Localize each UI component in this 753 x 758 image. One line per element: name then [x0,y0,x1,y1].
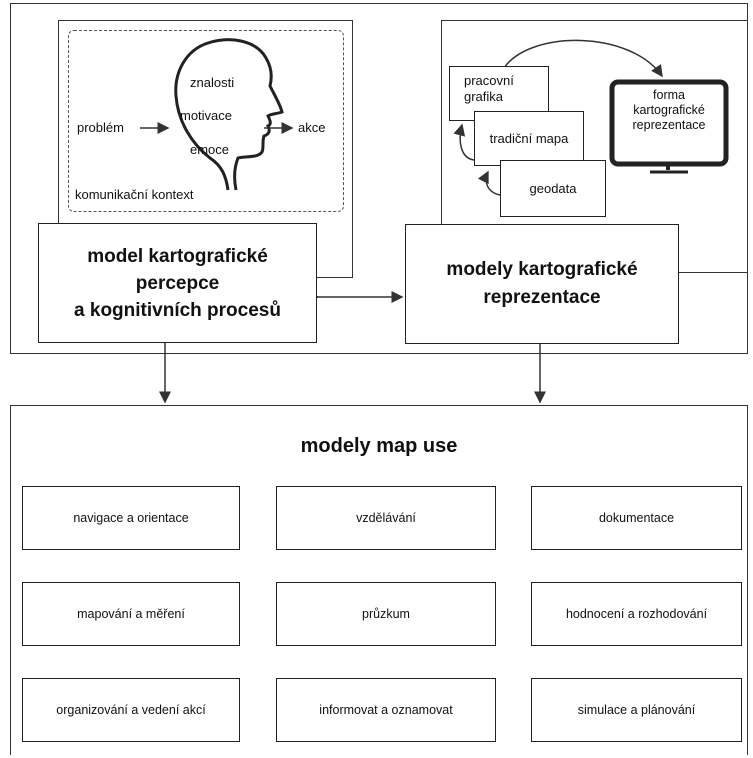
map-use-item-label: navigace a orientace [73,511,189,525]
perception-model-box: model kartografické percepce a kognitivn… [38,223,317,343]
traditional-map-box: tradiční mapa [474,111,584,166]
map-use-item-label: informovat a oznamovat [319,703,453,717]
map-use-item: navigace a orientace [22,486,240,550]
communication-context-label: komunikační kontext [75,187,194,202]
work-graphics-label: pracovní grafika [464,73,514,104]
map-use-item: hodnocení a rozhodování [531,582,742,646]
map-use-item: vzdělávání [276,486,496,550]
motivation-label: motivace [180,108,233,123]
traditional-map-label: tradiční mapa [489,131,569,146]
action-label: akce [298,120,326,135]
perception-title-line-3: a kognitivních procesů [74,299,281,321]
geodata-box: geodata [500,160,606,217]
map-use-title: modely map use [300,435,458,457]
perception-title-line-2: percepce [135,272,220,294]
to-screen-arrow [503,39,663,78]
screen-text: forma kartografické reprezentace [632,88,706,132]
geodata-to-map-arrow [477,170,501,196]
representation-title-line-1: modely kartografické [446,259,638,280]
problem-label: problém [77,120,124,135]
map-use-item: dokumentace [531,486,742,550]
emotion-label: emoce [190,142,230,157]
map-use-item: mapování a měření [22,582,240,646]
map-use-item-label: simulace a plánování [577,703,696,717]
map-use-item: organizování a vedení akcí [22,678,240,742]
map-use-item-label: dokumentace [598,511,675,525]
head-profile-icon [174,38,284,191]
representation-title-line-2: reprezentace [483,287,601,308]
communication-context-region [68,30,344,212]
map-use-item-label: průzkum [362,607,410,621]
representation-model-box: modely kartografické reprezentace [405,224,679,344]
map-to-graphics-arrow [453,123,475,161]
map-use-item: průzkum [276,582,496,646]
map-use-item-label: vzdělávání [356,511,416,525]
map-use-item-label: hodnocení a rozhodování [565,607,708,621]
map-use-item-label: mapování a měření [77,607,185,621]
map-use-item-label: organizování a vedení akcí [56,703,206,717]
perception-title-line-1: model kartografické [87,245,268,267]
map-use-item: informovat a oznamovat [276,678,496,742]
knowledge-label: znalosti [190,75,235,90]
map-use-item: simulace a plánování [531,678,742,742]
geodata-label: geodata [529,181,577,196]
